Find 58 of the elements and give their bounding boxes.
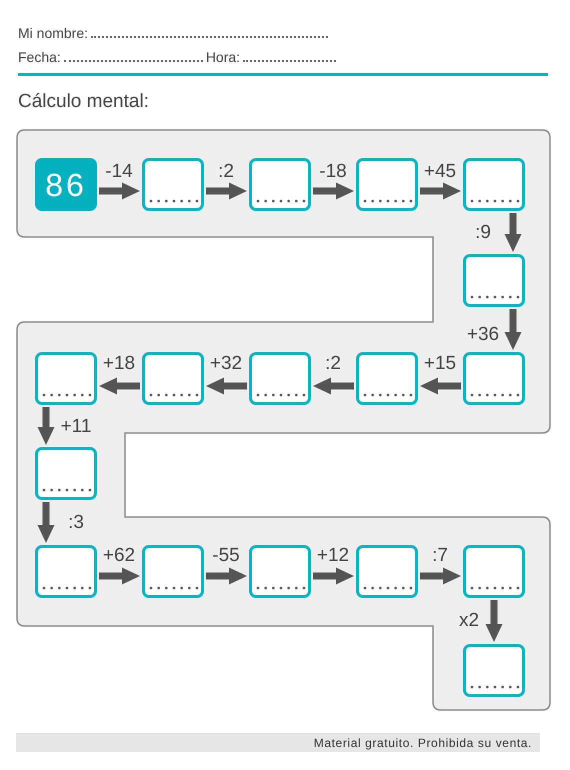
edge-label: +45 bbox=[424, 162, 456, 182]
arrow bbox=[313, 568, 354, 584]
answer-box bbox=[356, 158, 418, 211]
footer-note: Material gratuito. Prohibida su venta. bbox=[314, 736, 532, 750]
arrow bbox=[206, 568, 247, 584]
answer-box bbox=[35, 352, 97, 405]
arrow bbox=[99, 378, 140, 394]
answer-box bbox=[356, 352, 418, 405]
form-label: Fecha: bbox=[18, 48, 61, 66]
edge-label: +11 bbox=[60, 417, 92, 437]
arrow bbox=[206, 182, 247, 200]
heading: Cálculo mental: bbox=[18, 91, 149, 113]
answer-box bbox=[356, 545, 418, 598]
arrow bbox=[206, 378, 247, 394]
start-number: 86 bbox=[45, 166, 87, 202]
arrow bbox=[486, 600, 502, 642]
form-label: Mi nombre: bbox=[18, 24, 88, 42]
answer-box bbox=[463, 158, 525, 211]
edge-label: x2 bbox=[458, 611, 480, 631]
arrow bbox=[420, 378, 461, 394]
answer-box bbox=[142, 158, 204, 211]
answer-box bbox=[463, 545, 525, 598]
answer-box bbox=[249, 158, 311, 211]
edge-label: +15 bbox=[424, 354, 456, 374]
answer-box bbox=[249, 545, 311, 598]
edge-label: -18 bbox=[319, 162, 347, 182]
edge-label: +12 bbox=[316, 546, 350, 566]
form-label: Hora: bbox=[206, 48, 240, 66]
arrow bbox=[99, 182, 140, 200]
start-box bbox=[35, 158, 97, 211]
arrow bbox=[38, 407, 54, 445]
edge-label: :7 bbox=[432, 546, 448, 566]
edge-label: +36 bbox=[466, 325, 500, 345]
edge-label: :3 bbox=[68, 513, 84, 533]
arrow bbox=[99, 568, 140, 584]
answer-box bbox=[35, 545, 97, 598]
answer-box bbox=[463, 254, 525, 307]
edge-label: :2 bbox=[325, 354, 341, 374]
arrow bbox=[38, 502, 54, 543]
edge-label: -14 bbox=[105, 162, 133, 182]
edge-label: -55 bbox=[212, 546, 240, 566]
arrow bbox=[504, 213, 522, 252]
edge-label: :9 bbox=[475, 223, 491, 243]
edge-label: :2 bbox=[218, 162, 234, 182]
arrow bbox=[420, 182, 461, 200]
answer-box bbox=[249, 352, 311, 405]
answer-box bbox=[463, 644, 525, 697]
arrow bbox=[420, 568, 461, 584]
arrow bbox=[313, 182, 354, 200]
answer-box bbox=[142, 545, 204, 598]
edge-label: +18 bbox=[102, 354, 136, 374]
edge-label: +62 bbox=[102, 546, 136, 566]
arrow bbox=[313, 378, 354, 394]
edge-label: +32 bbox=[210, 354, 242, 374]
answer-box bbox=[35, 447, 97, 500]
arrow bbox=[504, 309, 522, 350]
answer-box bbox=[142, 352, 204, 405]
answer-box bbox=[463, 352, 525, 405]
